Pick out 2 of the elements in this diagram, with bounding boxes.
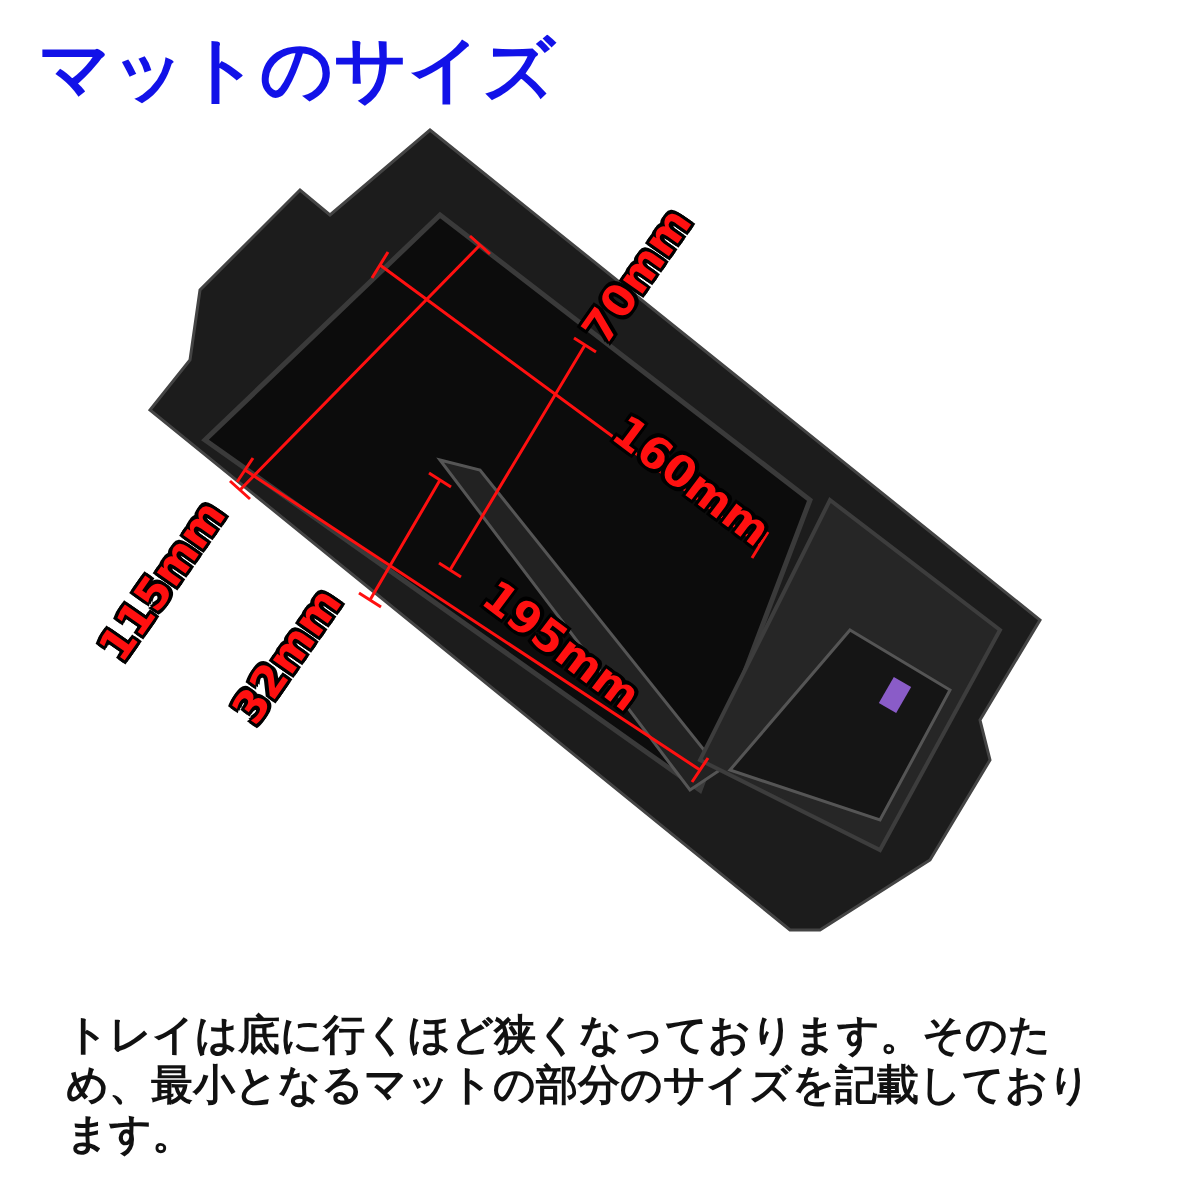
caption: トレイは底に行くほど狭くなっております。そのため、最小となるマットの部分のサイズを記載しております。 xyxy=(66,1010,1092,1159)
title: マットのサイズ xyxy=(38,26,556,113)
